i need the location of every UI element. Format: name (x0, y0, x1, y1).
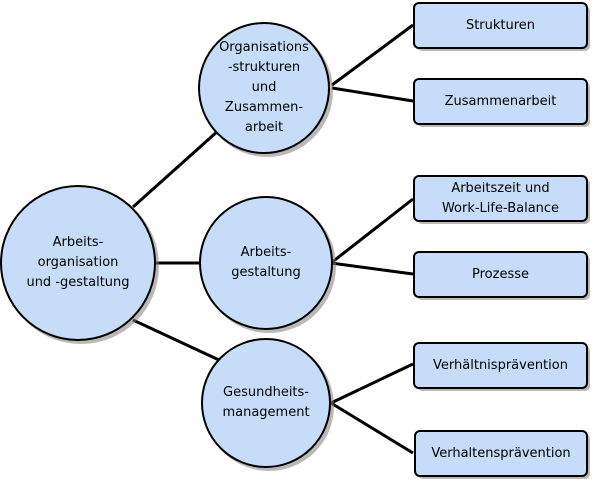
connectors (131, 23, 414, 455)
leaf-box-1-1-rect (413, 2, 588, 49)
leaf-box-2-2-label-line-1: Prozesse (472, 266, 529, 282)
leaf-box-2-1-label-line-1: Arbeitszeit und (451, 180, 550, 196)
branch-node-1-label-line-3: und (251, 80, 277, 95)
root-node (0, 185, 159, 344)
leaf-box-1-2-label-line-1: Zusammenarbeit (444, 93, 557, 109)
root-node-circle (0, 185, 156, 341)
branch-node-2-label-line-1: Arbeits- (240, 245, 292, 260)
root-node-label: Arbeits- organisation und -gestaltung (8, 223, 148, 303)
connector-branch-3-leaf-1 (330, 362, 414, 405)
connector-branch-2-leaf-1 (330, 197, 414, 265)
leaf-box-3-1 (413, 342, 590, 391)
leaf-box-3-1-label: Verhältnisprävention (414, 343, 587, 388)
leaf-box-3-1-rect (413, 342, 588, 389)
leaf-box-2-1-label: Arbeitszeit und Work-Life-Balance (414, 176, 587, 221)
branch-node-1 (198, 22, 333, 157)
branch-node-3 (201, 338, 334, 471)
leaf-box-2-2 (413, 251, 590, 300)
leaf-box-1-1-label-line-1: Strukturen (465, 17, 536, 33)
branch-node-1-label-line-5: arbeit (244, 120, 284, 135)
connector-branch-2-leaf-2 (330, 261, 414, 276)
leaf-box-2-1-label-line-2: Work-Life-Balance (441, 200, 560, 216)
branch-node-3-label: Gesundheits- management (206, 383, 326, 423)
branch-node-2-circle (199, 196, 333, 330)
leaf-box-3-2-rect (414, 430, 588, 477)
leaf-box-1-2 (413, 78, 590, 127)
branch-node-1-label: Organisations -strukturen und Zusammen- … (204, 36, 324, 140)
leaf-box-2-1-rect (413, 175, 588, 222)
leaf-box-1-1-label: Strukturen (414, 3, 587, 48)
leaf-box-3-2 (414, 430, 590, 479)
root-node-label-line-3: und -gestaltung (26, 275, 130, 290)
leaf-box-1-2-rect (413, 78, 588, 125)
connector-root-branch-3 (132, 318, 220, 362)
connector-root-branch-1 (131, 128, 221, 209)
root-node-label-line-1: Arbeits- (52, 235, 104, 250)
branch-node-2 (199, 196, 336, 333)
branch-node-1-circle (198, 22, 330, 154)
leaf-box-2-2-rect (413, 251, 588, 298)
branch-node-3-label-line-1: Gesundheits- (223, 385, 309, 400)
leaf-box-3-2-label-line-1: Verhaltensprävention (431, 445, 571, 461)
leaf-box-1-2-label: Zusammenarbeit (414, 79, 587, 124)
branch-node-1-label-line-1: Organisations (219, 40, 309, 55)
leaf-box-3-2-label: Verhaltensprävention (415, 431, 587, 476)
connector-branch-3-leaf-2 (330, 401, 414, 455)
leaf-box-2-1 (413, 175, 590, 224)
connector-branch-1-leaf-2 (331, 86, 414, 103)
branch-node-1-label-line-4: Zusammen- (224, 100, 304, 115)
branch-node-1-label-line-2: -strukturen (227, 60, 301, 75)
leaf-box-3-1-label-line-1: Verhältnisprävention (433, 357, 568, 373)
leaf-box-1-1 (413, 2, 590, 51)
root-node-label-line-2: organisation (37, 255, 119, 270)
leaf-box-2-2-label: Prozesse (414, 252, 587, 297)
branch-node-3-circle (201, 338, 331, 468)
branch-node-2-label-line-2: gestaltung (231, 265, 301, 280)
branch-node-2-label: Arbeits- gestaltung (206, 243, 326, 283)
branch-node-3-label-line-2: management (222, 405, 310, 420)
connector-branch-1-leaf-1 (331, 23, 414, 87)
